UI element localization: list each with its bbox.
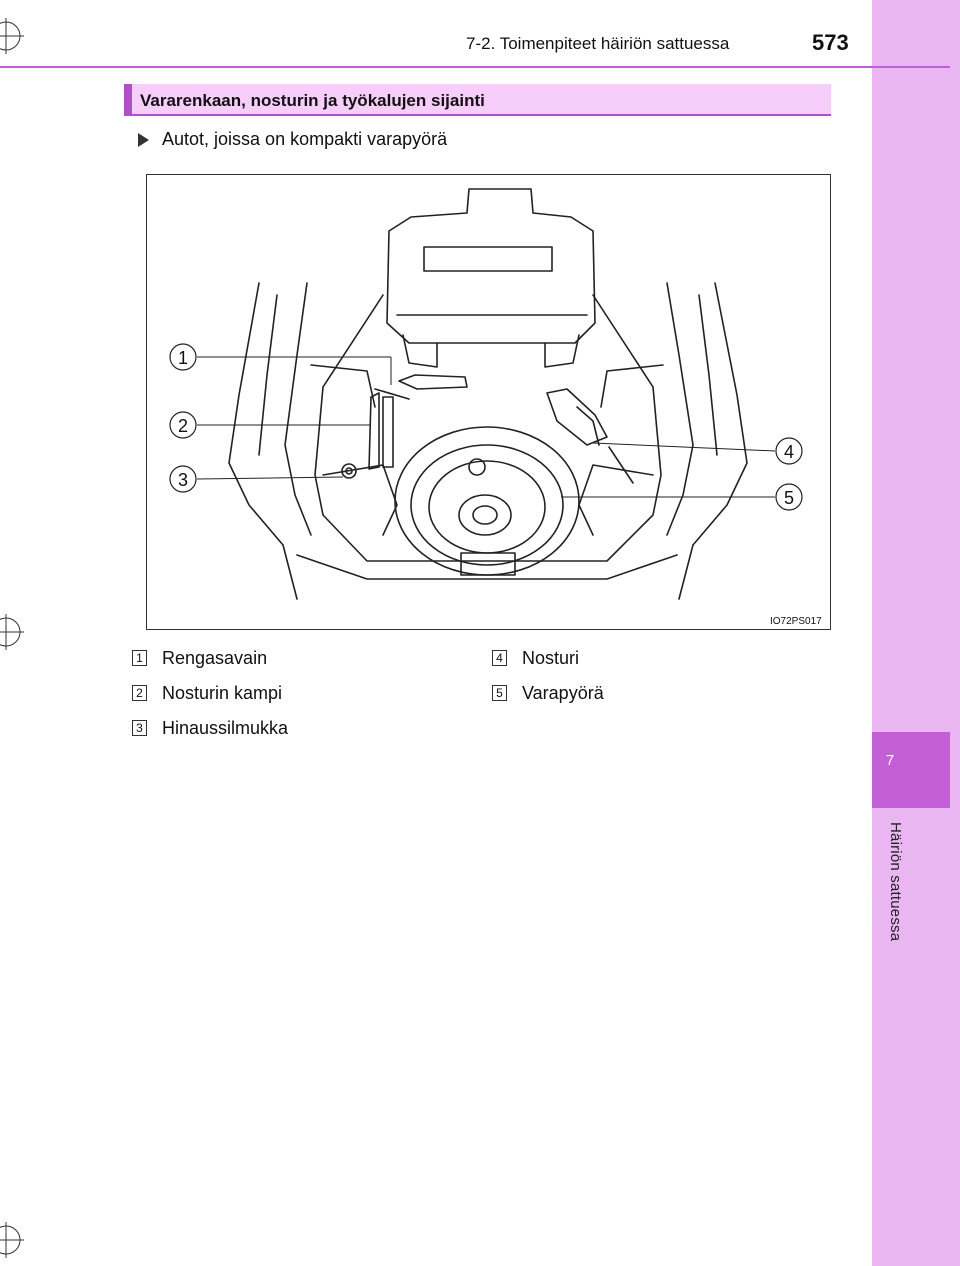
callout-5: 5	[784, 488, 794, 508]
legend-text-5: Varapyörä	[522, 683, 604, 703]
legend-text-3: Hinaussilmukka	[162, 718, 289, 738]
header-rule	[0, 66, 950, 68]
legend-text-1: Rengasavain	[162, 648, 268, 668]
chapter-tab-active[interactable]	[872, 732, 950, 808]
legend-number-1: 1	[132, 650, 147, 666]
chapter-side-tab	[872, 0, 960, 1266]
figure-callouts	[169, 343, 803, 511]
chapter-number: 7	[885, 752, 895, 769]
page-number: 573	[812, 30, 849, 55]
callout-2: 2	[178, 416, 188, 436]
variant-label: Autot, joissa on kompakti varapyörä	[162, 129, 448, 149]
callout-4: 4	[784, 442, 794, 462]
callout-1: 1	[178, 348, 188, 368]
figure-code: IO72PS017	[770, 616, 822, 627]
callout-3: 3	[178, 470, 188, 490]
legend-text-2: Nosturin kampi	[162, 683, 283, 703]
legend-number-5: 5	[492, 685, 507, 701]
legend-number-3: 3	[132, 720, 147, 736]
luggage-compartment-illustration: 1 2 3 4 5	[146, 174, 831, 630]
section-heading-bar	[124, 84, 831, 116]
legend-number-2: 2	[132, 685, 147, 701]
trunk-drawing: 1 2 3 4 5	[169, 188, 803, 600]
variant-arrow-icon	[138, 133, 149, 147]
chapter-label: Häiriön sattuessa	[887, 822, 904, 942]
legend-number-4: 4	[492, 650, 507, 666]
legend-text-4: Nosturi	[522, 648, 580, 668]
header-title: 7-2. Toimenpiteet häiriön sattuessa	[466, 34, 730, 53]
section-heading-accent	[124, 84, 132, 116]
section-title: Vararenkaan, nosturin ja työkalujen sija…	[140, 91, 485, 110]
